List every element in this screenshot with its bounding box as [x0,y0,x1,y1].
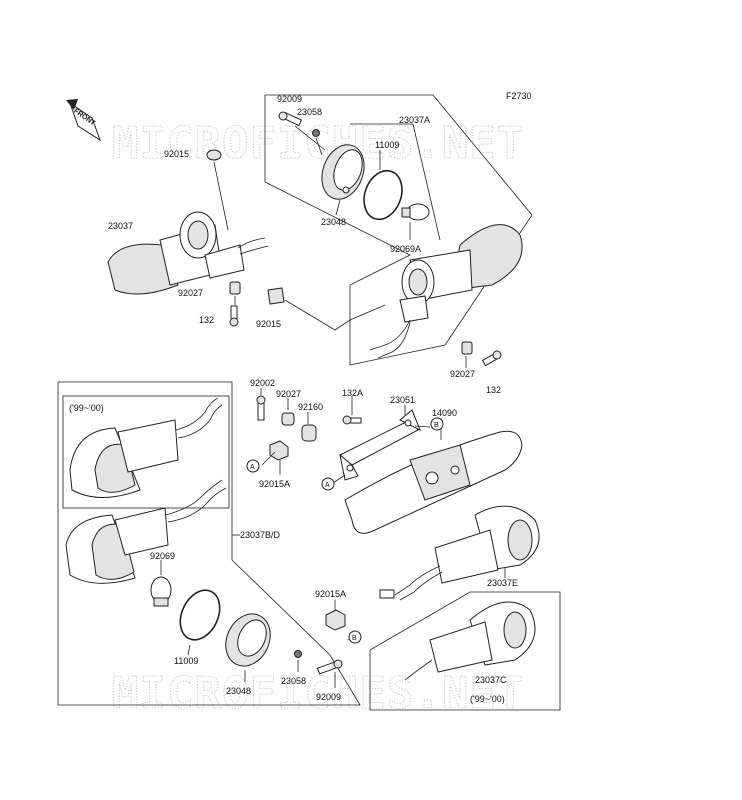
bulb-92069 [150,576,172,607]
turn-signal-23037A [369,224,523,359]
bolt-132-right [481,350,502,367]
turn-signal-23037E [379,505,540,601]
label-92002: 92002 [250,378,275,388]
label-11009-top: 11009 [375,140,399,150]
label-23058-top: 23058 [297,107,322,117]
front-arrow-icon: FRONT [66,99,101,142]
label-92160: 92160 [298,402,323,412]
label-11009-bottom: 11009 [174,656,198,666]
bolt-132A [342,415,362,425]
rubber-92015-top [206,149,222,161]
callout-a-center: A [321,477,335,491]
screw-92009-bottom [316,659,343,675]
label-23037BD: 23037B/D [240,530,281,540]
label-23048-top: 23048 [321,217,346,227]
label-92009-bottom: 92009 [316,692,341,702]
label-23048-bottom: 23048 [226,686,251,696]
inset-frame-99-00-bottom [369,591,561,711]
turn-signal-23037BD [65,479,227,584]
label-92015A-bottom: 92015A [315,589,346,599]
callout-a-left: A [246,459,260,473]
screw-92009-top [278,111,303,127]
label-92027-mid: 92027 [276,389,301,399]
nut-23058-bottom [294,650,302,658]
group-frame-upper-right [264,94,533,366]
label-23037: 23037 [108,221,133,231]
label-132-right: 132 [486,385,501,395]
year-label-top: ('99~'00) [69,403,104,413]
lens-housing-23048-top [321,144,365,200]
label-23037E: 23037E [487,578,518,588]
label-92015-top: 92015 [164,149,189,159]
label-92027-right: 92027 [450,369,475,379]
bracket-23051 [339,409,421,481]
label-23058-bottom: 23058 [281,676,306,686]
svg-text:A: A [250,464,255,471]
label-23037C: 23037C [475,675,507,685]
fender-14090 [344,430,523,534]
label-23051: 23051 [390,395,415,405]
label-14090: 14090 [432,408,457,418]
damper-92160 [301,424,317,442]
label-92009-top: 92009 [277,94,302,104]
collar-92027-mid [281,412,295,426]
seal-ring-11009-top [363,169,403,221]
nut-23058-top [312,129,320,137]
label-92069: 92069 [150,551,175,561]
label-23037A: 23037A [399,115,430,125]
grommet-92027-left [229,281,241,295]
seal-ring-11009-bottom [179,589,221,641]
turn-signal-inset-top [69,397,223,498]
turn-signal-23037 [107,211,269,295]
label-132-left: 132 [199,315,214,325]
label-92015A-mid: 92015A [259,479,290,489]
nut-92015A-bottom [325,609,346,631]
callout-b-bottom: B [348,630,362,644]
callout-b-center: B [430,417,444,431]
watermark-bottom: MICROFICHES.NET [112,668,524,719]
label-92027-left: 92027 [178,288,203,298]
svg-text:A: A [325,482,330,489]
svg-text:B: B [434,422,439,429]
bolt-132-left [229,305,239,327]
group-frame-lower-left [57,381,361,706]
grommet-92027-right [461,341,473,355]
turn-signal-23037C [404,601,536,681]
lens-housing-23048-bottom [225,613,271,667]
label-92015-mid: 92015 [256,319,281,329]
inset-frame-99-00-top [62,395,230,509]
year-label-bottom: ('99~'00) [470,694,505,704]
rubber-92015-mid [267,287,285,305]
nut-92015A-mid [269,440,289,461]
bulb-92069A [401,203,430,221]
label-92069A: 92069A [390,244,421,254]
bolt-92002 [256,395,266,421]
svg-text:B: B [352,635,357,642]
label-132A: 132A [342,388,363,398]
diagram-code: F2730 [506,91,532,101]
